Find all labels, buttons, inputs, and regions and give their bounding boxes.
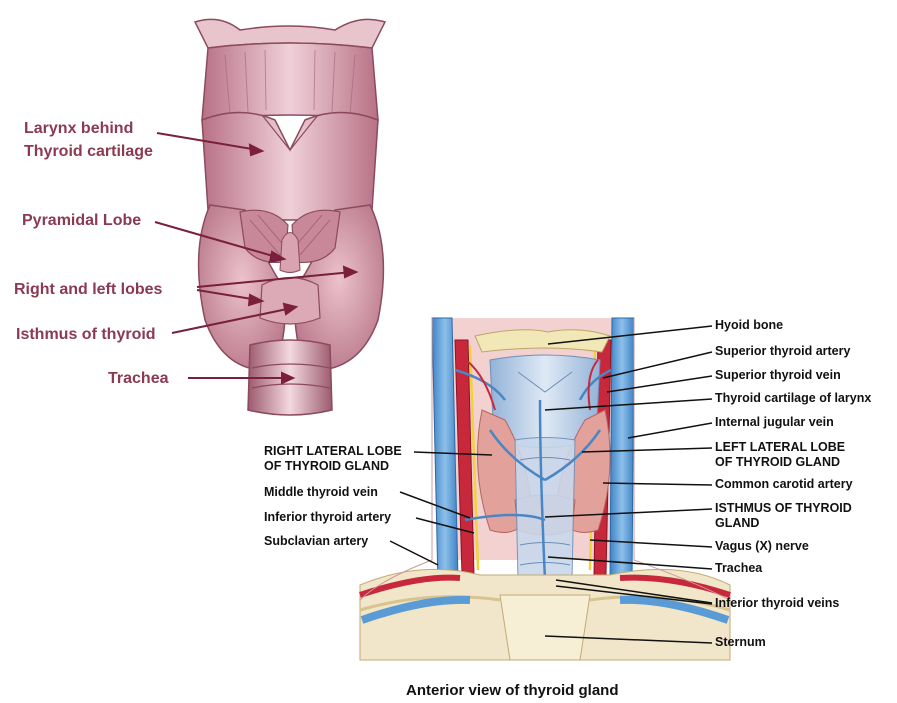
label-isthmus-gland: ISTHMUS OF THYROID GLAND bbox=[715, 501, 852, 531]
figure-caption: Anterior view of thyroid gland bbox=[406, 682, 619, 699]
label-isthmus: Isthmus of thyroid bbox=[16, 323, 156, 346]
label-superior-thyroid-vein: Superior thyroid vein bbox=[715, 368, 841, 383]
label-middle-thyroid-vein: Middle thyroid vein bbox=[264, 485, 378, 500]
lower-neck-figure bbox=[360, 318, 730, 660]
label-larynx: Larynx behind Thyroid cartilage bbox=[24, 117, 153, 163]
label-hyoid-bone: Hyoid bone bbox=[715, 318, 783, 333]
label-right-left-lobes: Right and left lobes bbox=[14, 278, 162, 301]
label-sternum: Sternum bbox=[715, 635, 766, 650]
label-right-lateral-lobe: RIGHT LATERAL LOBE OF THYROID GLAND bbox=[264, 444, 402, 474]
label-trachea-lower: Trachea bbox=[715, 561, 762, 576]
label-pyramidal-lobe: Pyramidal Lobe bbox=[22, 209, 141, 232]
label-vagus-nerve: Vagus (X) nerve bbox=[715, 539, 809, 554]
label-inferior-thyroid-veins: Inferior thyroid veins bbox=[715, 596, 839, 611]
label-common-carotid-artery: Common carotid artery bbox=[715, 477, 853, 492]
label-thyroid-cartilage: Thyroid cartilage of larynx bbox=[715, 391, 871, 406]
label-trachea-upper: Trachea bbox=[108, 367, 168, 390]
upper-larynx-figure bbox=[195, 19, 385, 415]
label-inferior-thyroid-artery: Inferior thyroid artery bbox=[264, 510, 391, 525]
label-left-lateral-lobe: LEFT LATERAL LOBE OF THYROID GLAND bbox=[715, 440, 845, 470]
label-internal-jugular-vein: Internal jugular vein bbox=[715, 415, 834, 430]
label-subclavian-artery: Subclavian artery bbox=[264, 534, 368, 549]
label-superior-thyroid-artery: Superior thyroid artery bbox=[715, 344, 850, 359]
